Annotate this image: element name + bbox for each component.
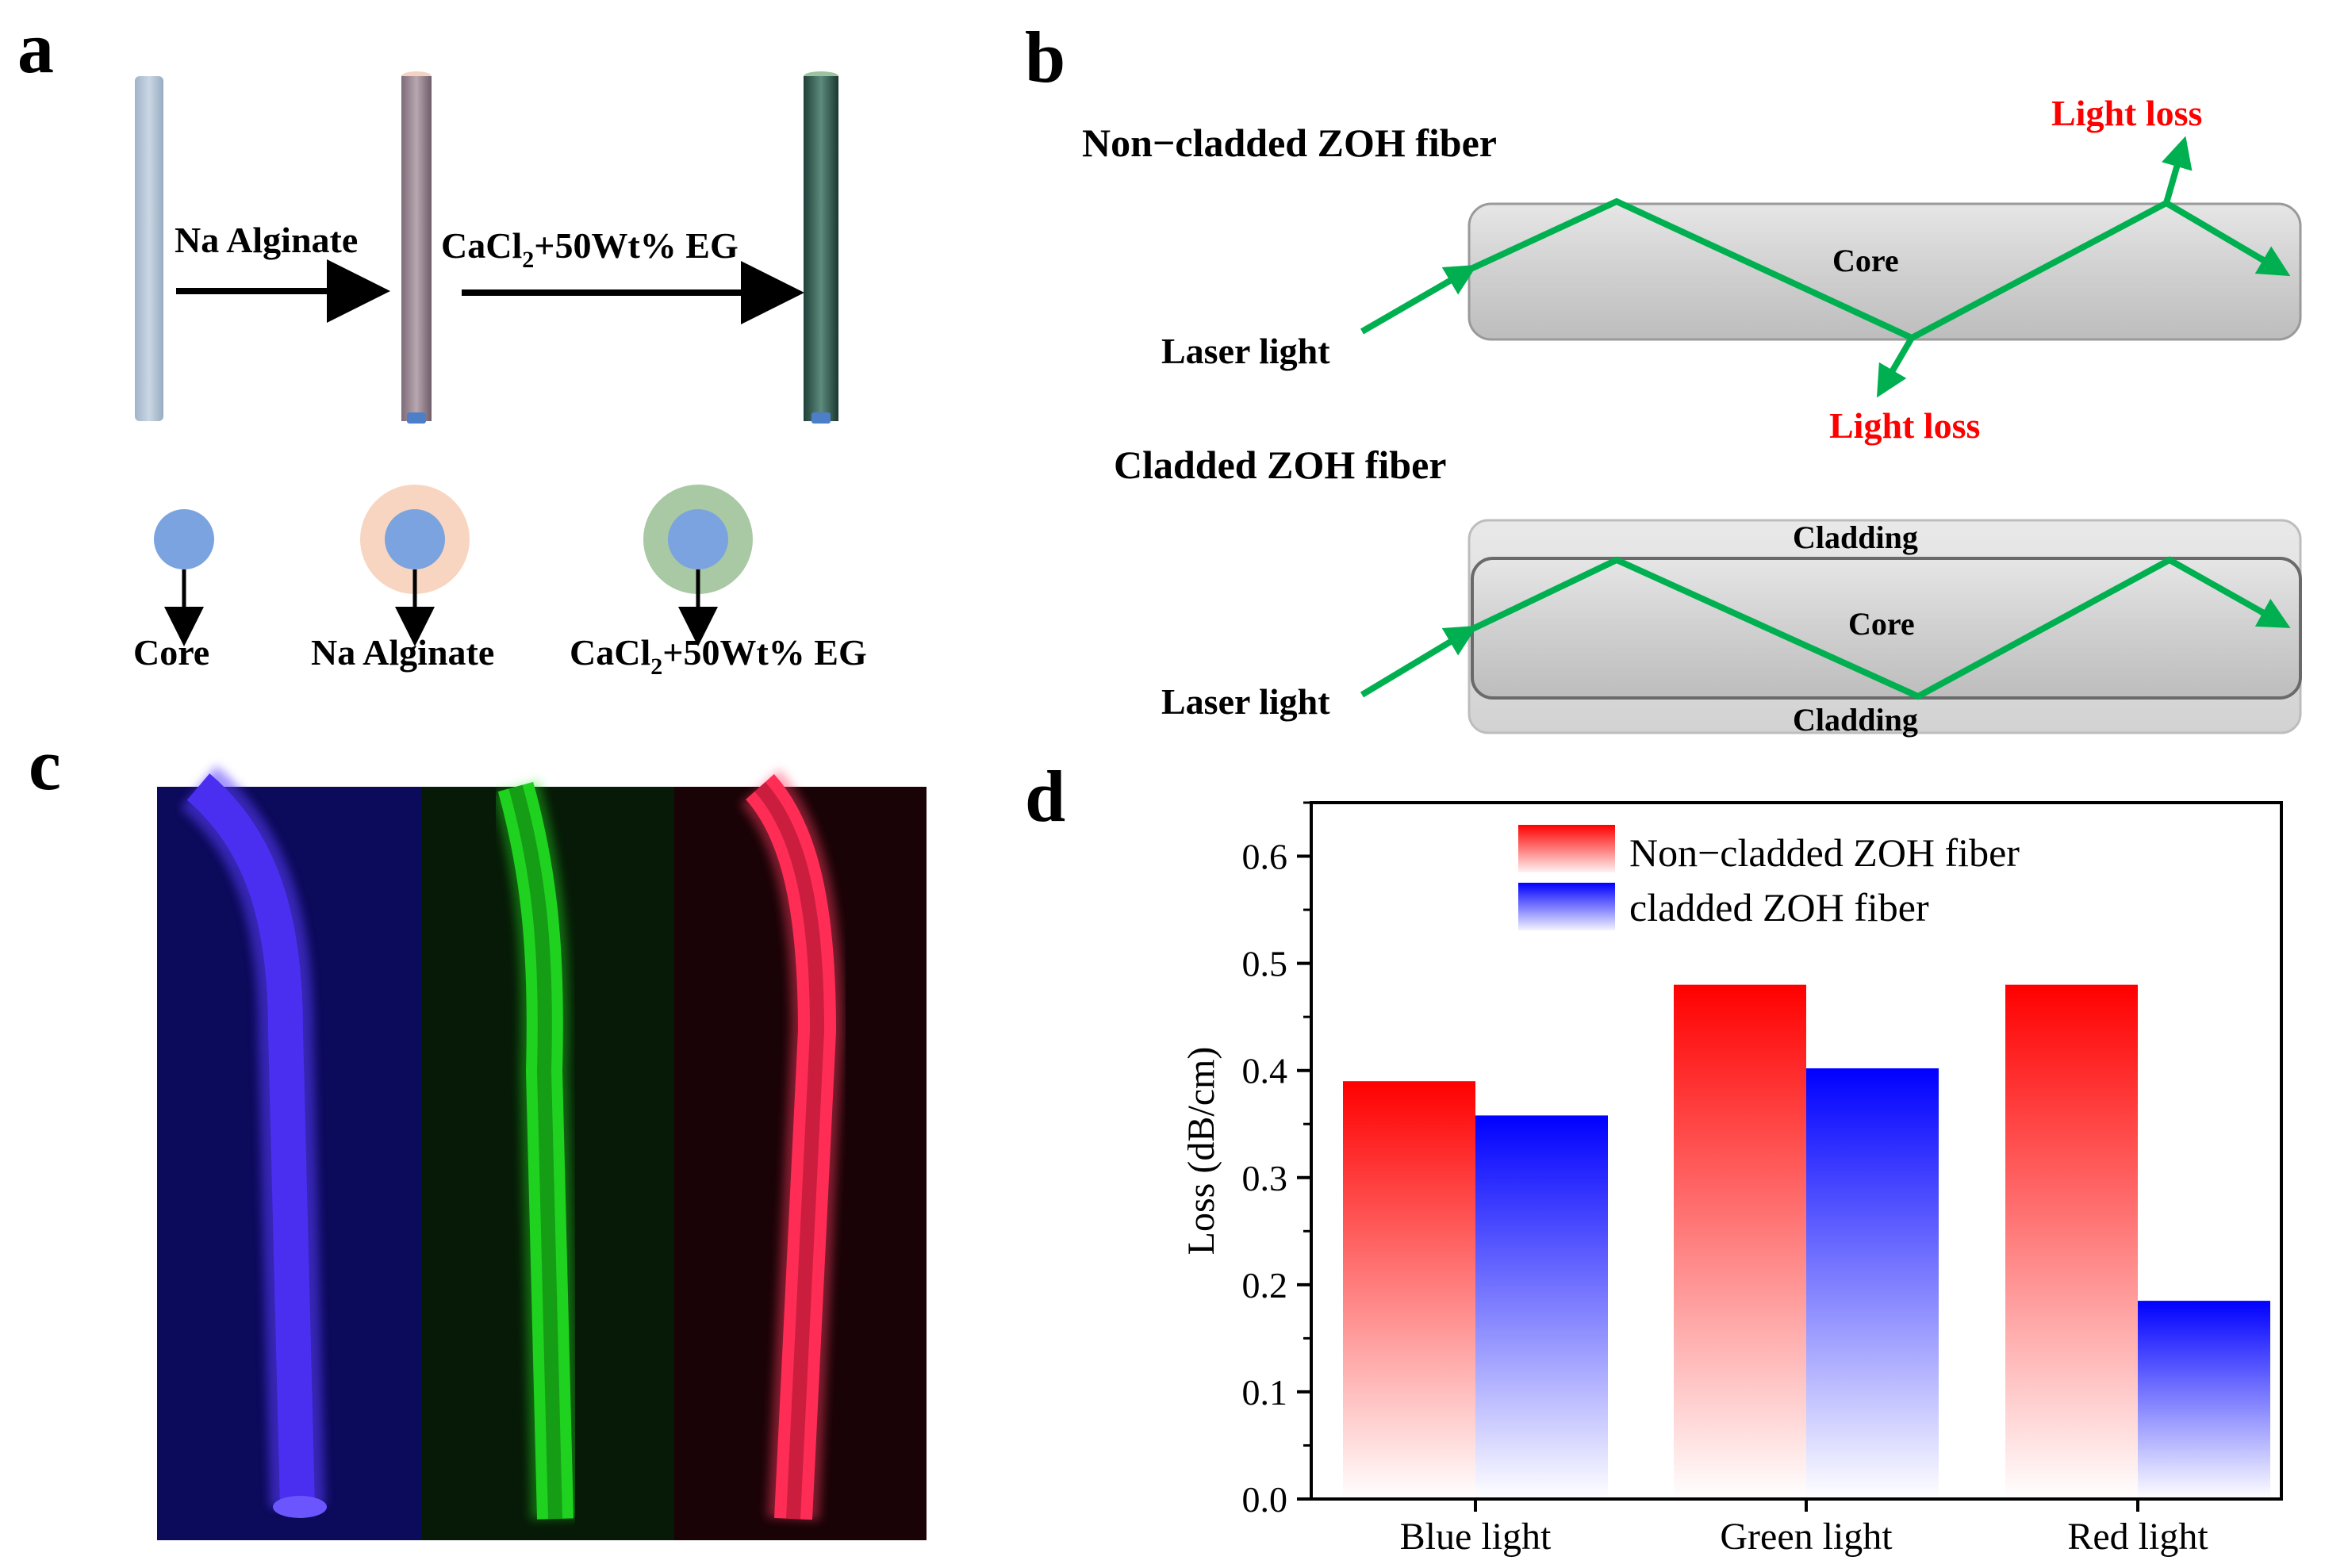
x-tick-label: Green light xyxy=(1720,1516,1893,1558)
label-treated: CaCl2+50Wt% EG xyxy=(570,632,867,680)
cladded-core-label: Core xyxy=(1848,606,1915,642)
laser-label-top: Laser light xyxy=(1161,331,1330,371)
rod-na-alginate xyxy=(401,71,432,424)
cladding-label-top: Cladding xyxy=(1793,519,1918,555)
laser-label-bottom: Laser light xyxy=(1161,681,1330,722)
panel-a: Na Alginate CaCl2+50Wt% EG Core Na Algin… xyxy=(133,71,867,680)
bar-cladded-blue-light xyxy=(1475,1115,1608,1499)
blue-fiber xyxy=(186,773,315,1508)
y-tick-label: 0.6 xyxy=(1242,837,1288,877)
step2-reagent-label: CaCl2+50Wt% EG xyxy=(441,225,739,273)
y-tick-label: 0.2 xyxy=(1242,1265,1288,1305)
legend: Non−cladded ZOH fiber cladded ZOH fiber xyxy=(1518,825,2020,930)
panel-d-chart: 0.0 0.1 0.2 0.3 0.4 0.5 0.6 Blue light Green li… xyxy=(1180,801,2283,1558)
light-loss-label-bottom: Light loss xyxy=(1829,405,1980,446)
legend-label-non-cladded: Non−cladded ZOH fiber xyxy=(1629,830,2020,875)
panel-c-photo xyxy=(157,765,927,1540)
label-na-alginate: Na Alginate xyxy=(311,632,494,673)
cross-section-na-alginate: Na Alginate xyxy=(311,485,494,673)
y-tick-label: 0.4 xyxy=(1242,1051,1288,1091)
cross-section-core: Core xyxy=(133,509,214,673)
light-loss-arrow-top xyxy=(2162,136,2193,205)
y-tick-label: 0.0 xyxy=(1242,1479,1288,1520)
light-loss-label-top: Light loss xyxy=(2051,93,2202,133)
panel-b: Non−cladded ZOH fiber Core Laser light L… xyxy=(1082,93,2302,738)
light-loss-arrow-bottom xyxy=(1876,335,1915,398)
y-tick-label: 0.3 xyxy=(1242,1158,1288,1198)
cross-section-treated: CaCl2+50Wt% EG xyxy=(570,485,867,680)
rod-treated xyxy=(804,71,838,424)
y-tick-label: 0.1 xyxy=(1242,1372,1288,1413)
y-axis-label: Loss (dB/cm) xyxy=(1180,1047,1222,1256)
cladding-label-bottom: Cladding xyxy=(1793,702,1918,738)
panel-letter-a: a xyxy=(17,7,54,88)
x-axis: Blue light Green light Red light xyxy=(1400,1499,2208,1558)
label-core: Core xyxy=(133,632,209,673)
bar-cladded-green-light xyxy=(1806,1068,1939,1499)
legend-swatch-cladded xyxy=(1518,883,1615,930)
bars xyxy=(1343,984,2270,1499)
legend-label-cladded: cladded ZOH fiber xyxy=(1629,885,1929,930)
y-tick-label: 0.5 xyxy=(1242,944,1288,984)
bar-cladded-red-light xyxy=(2138,1301,2270,1499)
legend-swatch-non-cladded xyxy=(1518,825,1615,872)
panel-letter-d: d xyxy=(1025,756,1066,837)
bar-non-cladded-blue-light xyxy=(1343,1081,1475,1499)
bar-non-cladded-red-light xyxy=(2005,984,2138,1499)
y-axis: 0.0 0.1 0.2 0.3 0.4 0.5 0.6 xyxy=(1242,801,1311,1520)
bar-non-cladded-green-light xyxy=(1674,984,1806,1499)
rod-core xyxy=(135,76,163,421)
panel-letter-c: c xyxy=(29,724,61,805)
panel-letter-b: b xyxy=(1025,17,1066,98)
non-cladded-title: Non−cladded ZOH fiber xyxy=(1082,121,1497,165)
non-cladded-core-label: Core xyxy=(1832,243,1899,278)
x-tick-label: Red light xyxy=(2067,1516,2208,1558)
x-tick-label: Blue light xyxy=(1400,1516,1552,1558)
cladded-title: Cladded ZOH fiber xyxy=(1114,443,1446,487)
step1-reagent-label: Na Alginate xyxy=(175,220,358,260)
